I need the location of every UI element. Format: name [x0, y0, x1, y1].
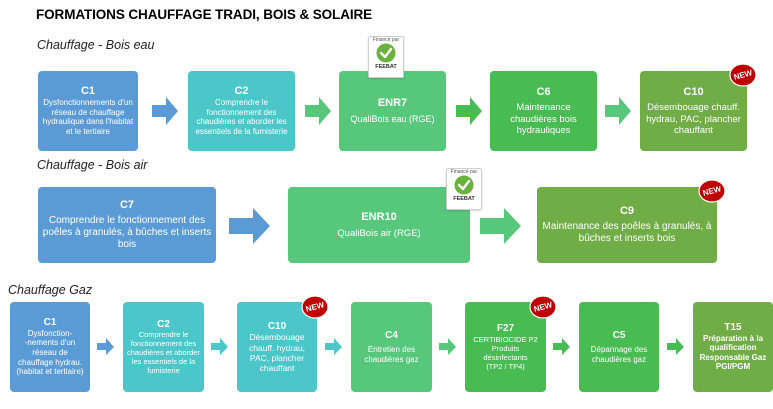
course-description: Dépannage des chaudières gaz — [590, 345, 648, 364]
course-box-c6[interactable]: C6 Maintenance chaudières bois hydrauliq… — [490, 71, 597, 151]
course-code: C2 — [157, 318, 170, 330]
course-description: Dysfonctionnements d'un réseau de chauff… — [42, 98, 134, 136]
course-description: QualiBois air (RGE) — [337, 227, 421, 239]
course-description: CERTIBIOCIDE P2 Produits désinfectants (… — [473, 334, 538, 371]
course-box-c9[interactable]: C9 Maintenance des poêles à granulés, à … — [537, 187, 717, 263]
course-description: QualiBois eau (RGE) — [350, 113, 435, 124]
course-box-c2-bois-eau[interactable]: C2 Comprendre le fonctionnement des chau… — [188, 71, 295, 151]
feebat-badge: Financé par FEEBAT — [446, 168, 482, 210]
course-code: C2 — [234, 85, 249, 98]
course-description: Désembouage chauff. hydrau, PAC, planche… — [248, 332, 306, 373]
course-box-c10-bois-eau[interactable]: C10 Désembouage chauff. hydrau, PAC, pla… — [640, 71, 747, 151]
course-description: Préparation à la qualification Responsab… — [699, 333, 767, 372]
course-code: C5 — [612, 329, 626, 341]
flow-arrow — [456, 97, 482, 125]
flow-arrow — [152, 97, 178, 125]
checkmark-icon — [454, 175, 474, 195]
flow-arrow — [667, 338, 684, 355]
course-code: ENR10 — [361, 210, 397, 223]
new-badge-icon: NEW — [698, 179, 726, 203]
course-description: Maintenance chaudières bois hydrauliques — [510, 102, 577, 137]
course-box-enr10[interactable]: ENR10 QualiBois air (RGE) — [288, 187, 470, 263]
course-code: C10 — [683, 85, 704, 98]
course-box-enr7[interactable]: ENR7 QualiBois eau (RGE) — [339, 71, 446, 151]
course-code: F27 — [496, 323, 515, 335]
course-description: Entretien des chaudières gaz — [364, 345, 419, 364]
flow-arrow — [305, 97, 331, 125]
checkmark-icon — [376, 43, 396, 63]
course-box-c2-gaz[interactable]: C2 Comprendre le fonctionnement des chau… — [123, 302, 204, 392]
new-badge-icon: NEW — [301, 295, 329, 319]
course-description: Dysfonction- -nements d'un réseau de cha… — [16, 328, 84, 377]
course-code: T15 — [724, 322, 742, 334]
flow-arrow — [480, 208, 521, 244]
course-code: C10 — [267, 320, 287, 332]
course-box-c10-gaz[interactable]: C10 Désembouage chauff. hydrau, PAC, pla… — [237, 302, 317, 392]
course-code: C1 — [80, 85, 96, 98]
course-box-c7[interactable]: C7 Comprendre le fonctionnement des poêl… — [38, 187, 216, 263]
feebat-financed-label: Financé par — [450, 169, 478, 175]
course-box-c5[interactable]: C5 Dépannage des chaudières gaz — [579, 302, 659, 392]
course-box-f27[interactable]: F27 CERTIBIOCIDE P2 Produits désinfectan… — [465, 302, 546, 392]
feebat-badge: Financé par FEEBAT — [368, 36, 404, 78]
course-code: C6 — [536, 85, 551, 98]
flow-arrow — [553, 338, 570, 355]
flow-arrow — [97, 338, 114, 355]
flow-arrow — [605, 97, 631, 125]
section-label-gaz: Chauffage Gaz — [8, 283, 93, 297]
feebat-financed-label: Financé par — [372, 37, 400, 43]
course-code: ENR7 — [377, 97, 408, 110]
course-code: C1 — [43, 317, 57, 329]
course-code: C7 — [119, 198, 135, 211]
section-label-bois-air: Chauffage - Bois air — [37, 158, 148, 172]
new-badge-icon: NEW — [729, 63, 757, 87]
course-box-c4[interactable]: C4 Entretien des chaudières gaz — [351, 302, 432, 392]
flow-arrow — [229, 208, 270, 244]
course-description: Comprendre le fonctionnement des chaudiè… — [195, 98, 288, 136]
flow-arrow — [325, 338, 342, 355]
flow-arrow — [211, 338, 228, 355]
flow-arrow — [439, 338, 456, 355]
feebat-name: FEEBAT — [453, 196, 475, 203]
section-label-bois-eau: Chauffage - Bois eau — [37, 38, 155, 52]
course-code: C9 — [619, 204, 635, 217]
feebat-name: FEEBAT — [375, 64, 397, 71]
new-badge-icon: NEW — [529, 295, 557, 319]
page-title: FORMATIONS CHAUFFAGE TRADI, BOIS & SOLAI… — [36, 7, 373, 22]
course-description: Comprendre le fonctionnement des chaudiè… — [127, 330, 200, 376]
course-description: Désembouage chauff. hydrau, PAC, planche… — [646, 102, 741, 137]
course-description: Comprendre le fonctionnement des poêles … — [42, 215, 212, 251]
course-description: Maintenance des poêles à granulés, à bûc… — [542, 221, 712, 245]
course-box-t15[interactable]: T15 Préparation à la qualification Respo… — [693, 302, 773, 392]
course-box-c1-gaz[interactable]: C1 Dysfonction- -nements d'un réseau de … — [10, 302, 90, 392]
course-code: C4 — [385, 329, 398, 341]
course-box-c1-bois-eau[interactable]: C1 Dysfonctionnements d'un réseau de cha… — [38, 71, 138, 151]
